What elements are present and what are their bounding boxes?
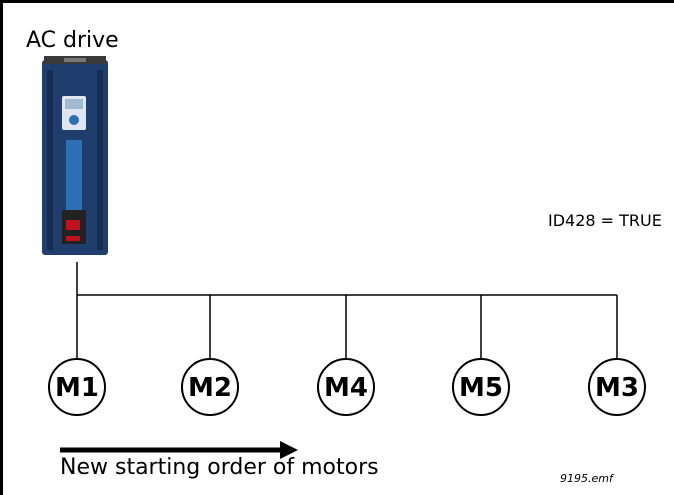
starting-order-caption: New starting order of motors (60, 455, 379, 480)
motor-4: M5 (452, 358, 510, 416)
parameter-label: ID428 = TRUE (548, 211, 662, 230)
motor-label: M3 (595, 373, 639, 403)
right-arrow-icon (60, 441, 298, 459)
motor-label: M1 (55, 373, 99, 403)
motor-3: M4 (317, 358, 375, 416)
motor-label: M2 (188, 373, 232, 403)
motor-5: M3 (588, 358, 646, 416)
diagram-title: AC drive (26, 28, 119, 53)
ac-drive-unit-icon (42, 56, 108, 255)
frame-top-border (0, 0, 674, 3)
motor-1: M1 (48, 358, 106, 416)
motor-label: M4 (324, 373, 368, 403)
motor-circle (317, 358, 375, 416)
wiring-lines (76, 262, 618, 359)
file-name-label: 9195.emf (560, 472, 613, 485)
frame-left-border (0, 0, 3, 495)
motor-circle (181, 358, 239, 416)
motor-circle (588, 358, 646, 416)
motor-circle (452, 358, 510, 416)
motor-label: M5 (459, 373, 503, 403)
motor-2: M2 (181, 358, 239, 416)
motor-circle (48, 358, 106, 416)
